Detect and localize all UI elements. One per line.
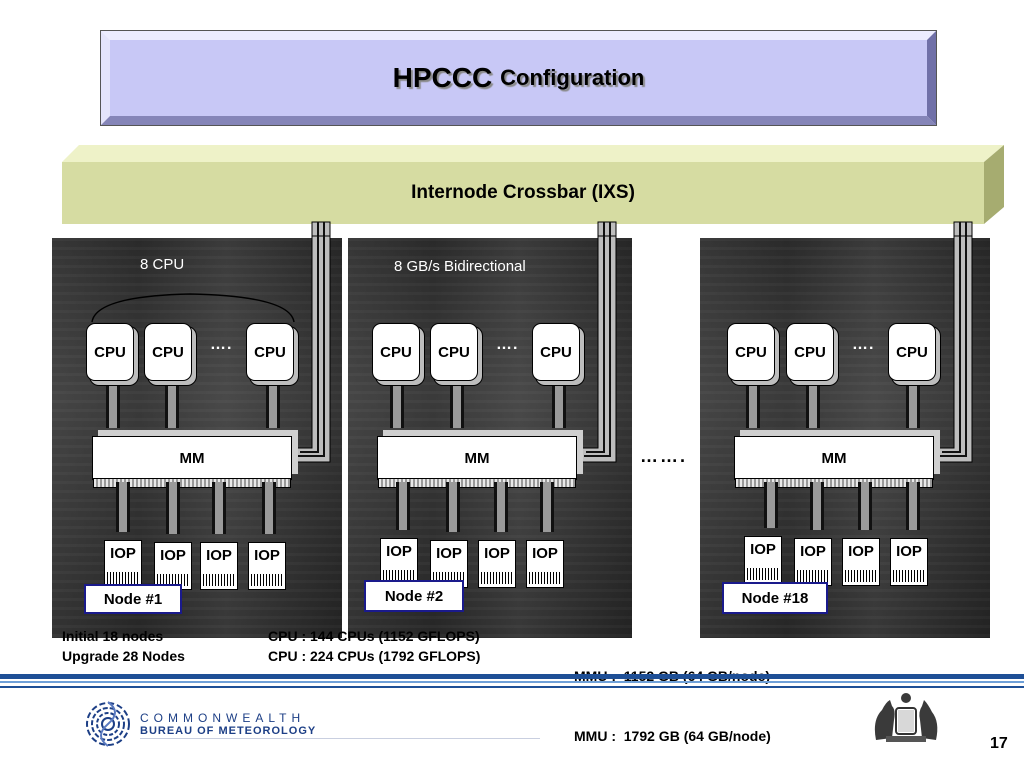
- iop-bus: [494, 482, 508, 532]
- main-memory: MM: [377, 436, 577, 488]
- footnote-mmu: MMU : 1792 GB (64 GB/node): [574, 728, 771, 744]
- cpu-chip: CPU: [246, 323, 294, 381]
- cpu-bus: [552, 378, 566, 428]
- footnote-nodes: Initial 18 nodes: [62, 628, 164, 644]
- iop-bus: [166, 482, 180, 534]
- footer-divider: [140, 738, 540, 739]
- cpu-bus: [806, 378, 820, 428]
- org-name-line2: BUREAU OF METEOROLOGY: [140, 725, 317, 737]
- ellipsis: ….: [210, 336, 233, 353]
- title-bevel: [100, 30, 937, 126]
- title-sub: Configuration: [500, 65, 645, 90]
- iop-bus: [446, 482, 460, 532]
- iop-bus: [116, 482, 130, 532]
- cpu-chip: CPU: [786, 323, 834, 381]
- cpu-chip: CPU: [888, 323, 936, 381]
- node-tag: Node #18: [722, 582, 828, 614]
- title-text: HPCCC Configuration: [100, 30, 937, 126]
- cpu-chip: CPU: [532, 323, 580, 381]
- cpu-bus: [165, 378, 179, 428]
- footnote-cpu: CPU : 224 CPUs (1792 GFLOPS): [268, 648, 481, 664]
- footnote-nodes-column: Initial 18 nodes Upgrade 28 Nodes: [62, 626, 185, 666]
- page-number: 17: [990, 735, 1008, 752]
- title-banner: HPCCC Configuration: [100, 30, 937, 126]
- footer-rule: [0, 674, 1024, 679]
- cpu-bus: [906, 378, 920, 428]
- cpu-bus: [450, 378, 464, 428]
- iop-bus: [540, 482, 554, 532]
- footer-rule: [0, 686, 1024, 688]
- cpu-count-label: 8 CPU: [140, 256, 185, 273]
- iop-bus: [764, 482, 778, 528]
- iop-unit: IOP: [526, 540, 564, 588]
- cpu-chip: CPU: [727, 323, 775, 381]
- org-name-line1: COMMONWEALTH: [140, 711, 306, 725]
- iop-bus: [858, 482, 872, 530]
- cpu-bus: [266, 378, 280, 428]
- footnote-mmu-column: MMU : 1152 GB (64 GB/node) MMU : 1792 GB…: [574, 626, 771, 768]
- cpu-bus: [746, 378, 760, 428]
- iop-unit: IOP: [200, 542, 238, 590]
- iop-bus: [262, 482, 276, 534]
- iop-unit: IOP: [380, 538, 418, 586]
- footnote-cpu: CPU : 144 CPUs (1152 GFLOPS): [268, 628, 480, 644]
- main-memory: MM: [734, 436, 934, 488]
- node-tag: Node #2: [364, 580, 464, 612]
- cpu-bus: [106, 378, 120, 428]
- iop-unit: IOP: [890, 538, 928, 586]
- cpu-bus: [390, 378, 404, 428]
- node-tag: Node #1: [84, 584, 182, 614]
- coat-of-arms-icon: [874, 693, 938, 742]
- cpu-chip: CPU: [144, 323, 192, 381]
- iop-bus: [906, 482, 920, 530]
- cpu-chip: CPU: [372, 323, 420, 381]
- footnote-cpu-column: CPU : 144 CPUs (1152 GFLOPS) CPU : 224 C…: [268, 626, 480, 666]
- main-memory: MM: [92, 436, 292, 488]
- iop-unit: IOP: [842, 538, 880, 586]
- cpu-chip: CPU: [430, 323, 478, 381]
- cpu-chip: CPU: [86, 323, 134, 381]
- crossbar-label: Internode Crossbar (IXS): [411, 182, 635, 203]
- iop-unit: IOP: [794, 538, 832, 586]
- iop-unit: IOP: [478, 540, 516, 588]
- bom-logo-icon: [86, 701, 130, 747]
- iop-unit: IOP: [744, 536, 782, 584]
- title-main: HPCCC: [392, 62, 493, 93]
- iop-unit: IOP: [154, 542, 192, 590]
- iop-bus: [396, 482, 410, 530]
- ellipsis: ….: [852, 336, 875, 353]
- crossbar-bar: [62, 145, 1004, 224]
- iop-unit: IOP: [104, 540, 142, 588]
- bandwidth-label: 8 GB/s Bidirectional: [394, 258, 526, 275]
- footer-rule: [0, 681, 1024, 683]
- iop-bus: [810, 482, 824, 530]
- footnote-nodes: Upgrade 28 Nodes: [62, 648, 185, 664]
- iop-bus: [212, 482, 226, 534]
- iop-unit: IOP: [248, 542, 286, 590]
- ellipsis-between-nodes: …….: [640, 446, 688, 466]
- ellipsis: ….: [496, 336, 519, 353]
